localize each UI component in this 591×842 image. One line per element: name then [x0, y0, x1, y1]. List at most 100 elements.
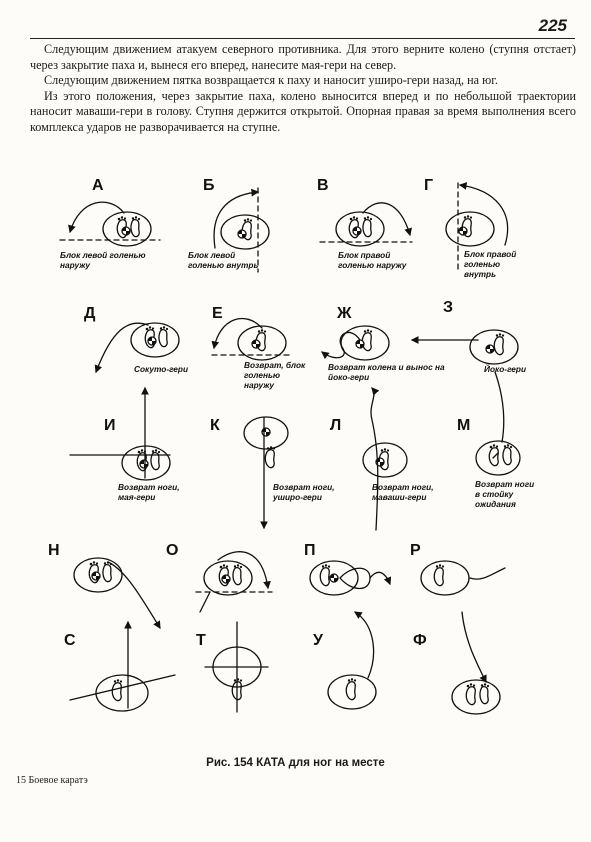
center-dot-icon	[485, 344, 495, 354]
feet-icon	[488, 443, 513, 467]
panel-d-letter: Д	[84, 305, 96, 322]
panel-e-letter: Е	[212, 305, 223, 322]
reference-line	[492, 452, 499, 459]
panel-u: У	[313, 611, 377, 710]
panel-v: В Блок правой голенью наружу	[317, 177, 413, 270]
center-dot-icon	[329, 573, 339, 583]
header-rule	[30, 38, 575, 39]
panel-g: Г Блок правой голенью внутрь	[424, 177, 516, 279]
panel-zh: Ж Возврат колена и вынос на йоко-гери	[321, 305, 445, 382]
kick-trajectory-arrow	[370, 387, 380, 531]
panel-k-caption-1: Возврат ноги,	[273, 482, 335, 492]
paragraph-2: Следующим движением пятка возвращается к…	[44, 73, 498, 87]
panel-o: О	[166, 542, 273, 613]
stance-ellipse	[243, 416, 289, 450]
center-dot-icon	[458, 226, 468, 236]
panel-m: М Возврат ноги в стойку ожидания	[457, 371, 534, 509]
kick-trajectory-arrow	[458, 182, 509, 246]
paragraph-1: Следующим движением атакуем северного пр…	[30, 42, 576, 72]
panel-u-letter: У	[313, 632, 324, 649]
panel-k: К Возврат ноги, уширо-гери	[210, 416, 335, 530]
paragraph-3: Из этого положения, через закрытие паха,…	[30, 88, 576, 134]
panel-s: С	[64, 620, 176, 712]
foot-icon	[433, 563, 445, 587]
panel-zh-caption-2: йоко-гери	[328, 372, 369, 382]
stance-ellipse	[362, 442, 408, 478]
panel-b: Б Блок левой голенью внутрь	[188, 177, 270, 273]
stance-ellipse	[451, 679, 501, 715]
panel-zh-caption-1: Возврат колена и вынос на	[328, 362, 445, 372]
feet-icon	[348, 215, 373, 239]
page-number: 225	[538, 16, 567, 35]
kick-trajectory-arrow	[321, 331, 361, 360]
feet-icon	[465, 682, 490, 706]
stance-ellipse	[327, 674, 377, 710]
reference-line	[69, 674, 176, 701]
panel-v-caption-1: Блок правой	[338, 250, 390, 260]
panel-z-letter: З	[443, 299, 453, 316]
panel-l: Л Возврат ноги, маваши-гери	[330, 387, 434, 531]
panel-t: Т	[196, 621, 269, 713]
kick-trajectory-arrow	[369, 571, 392, 586]
kick-trajectory-arrow	[68, 201, 125, 234]
reference-line	[199, 591, 211, 613]
kick-trajectory-arrow	[469, 567, 506, 580]
center-dot-icon	[352, 226, 362, 236]
kick-trajectory-arrow	[211, 317, 263, 350]
panel-g-caption-1: Блок правой	[464, 249, 516, 259]
panel-a: А Блок левой голенью наружу	[59, 177, 161, 270]
panel-e: Е Возврат, блок голенью наружу	[211, 305, 306, 390]
foot-icon	[345, 677, 357, 701]
center-dot-icon	[261, 427, 271, 437]
feet-icon	[88, 560, 113, 584]
panel-m-caption-1: Возврат ноги	[475, 479, 534, 489]
stance-ellipse	[130, 322, 180, 358]
center-dot-icon	[355, 339, 365, 349]
kick-trajectory-arrow	[107, 561, 161, 630]
panel-i: И Возврат ноги, мая-гери	[69, 386, 180, 502]
center-dot-icon	[251, 339, 261, 349]
stance-ellipse	[475, 440, 521, 476]
stance-ellipse	[73, 557, 123, 593]
panel-e-caption-2: голенью	[244, 370, 280, 380]
stance-ellipse	[420, 560, 470, 596]
panel-k-letter: К	[210, 417, 220, 434]
kick-trajectory-arrow	[94, 322, 149, 374]
panel-g-letter: Г	[424, 177, 433, 194]
panel-s-letter: С	[64, 632, 76, 649]
panel-b-caption-2: голенью внутрь	[188, 260, 258, 270]
panel-t-letter: Т	[196, 632, 206, 649]
stance-ellipse	[335, 211, 385, 247]
panel-l-letter: Л	[330, 417, 341, 434]
panel-r-letter: Р	[410, 542, 421, 559]
kick-trajectory-arrow	[354, 611, 375, 679]
panel-f-letter: Ф	[413, 632, 427, 649]
panel-l-caption-1: Возврат ноги,	[372, 482, 434, 492]
panel-a-caption-2: наружу	[60, 260, 90, 270]
stance-ellipse	[220, 214, 270, 250]
panel-n-letter: Н	[48, 542, 60, 559]
panel-b-caption-1: Блок левой	[188, 250, 235, 260]
panel-m-letter: М	[457, 417, 470, 434]
panel-i-caption-1: Возврат ноги,	[118, 482, 180, 492]
panel-l-caption-2: маваши-гери	[372, 492, 426, 502]
panel-p-letter: П	[304, 542, 316, 559]
center-dot-icon	[221, 574, 231, 584]
panel-z: З Йоко-гери	[410, 299, 526, 374]
panel-o-letter: О	[166, 542, 178, 559]
foot-icon	[361, 328, 373, 352]
stance-ellipse	[237, 325, 287, 361]
panel-d: Д Сокуто-гери	[84, 305, 188, 374]
feet-icon	[218, 563, 243, 587]
panel-m-caption-3: ожидания	[475, 499, 516, 509]
kick-trajectory-arrow	[217, 551, 271, 590]
foot-icon	[493, 332, 505, 356]
stance-ellipse	[121, 445, 171, 481]
panel-i-caption-2: мая-гери	[118, 492, 155, 502]
kick-trajectory-arrow	[362, 202, 412, 237]
stance-ellipse	[102, 211, 152, 247]
body-text: Следующим движением атакуем северного пр…	[30, 42, 576, 135]
stance-ellipse	[469, 329, 519, 365]
panel-g-caption-2: голенью	[464, 259, 500, 269]
